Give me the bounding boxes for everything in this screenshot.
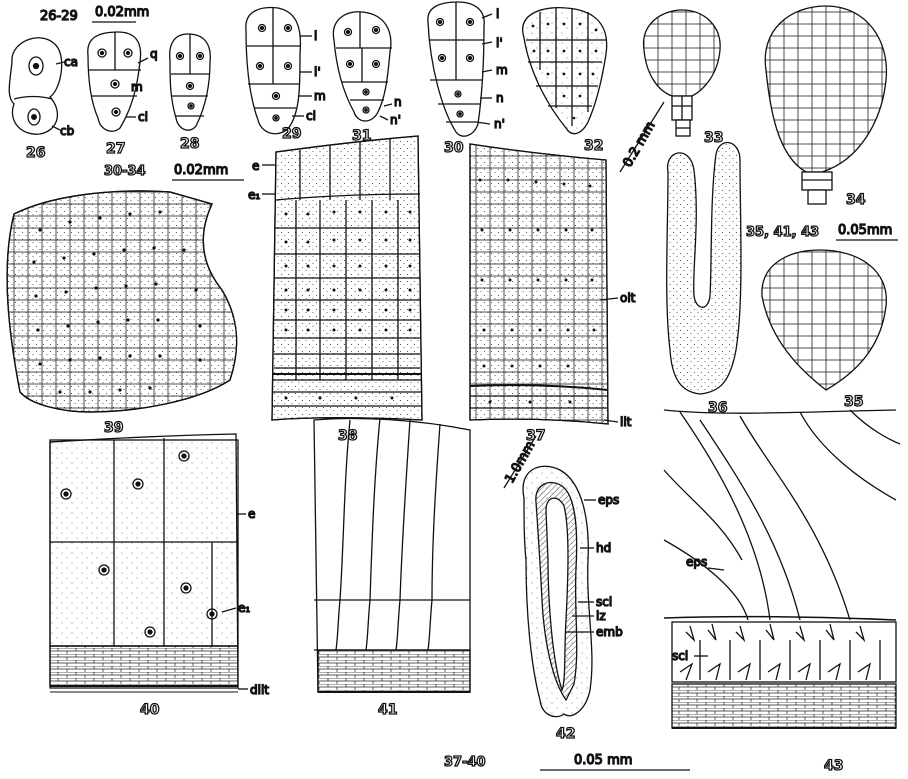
figure-number-32: 32: [584, 138, 603, 154]
figure-27-proembryo: q m ci 27: [88, 32, 158, 157]
figure-number-34: 34: [846, 192, 866, 208]
figure-number-27: 27: [106, 141, 125, 157]
label-eps-43: eps: [686, 555, 707, 569]
label-ca: ca: [64, 55, 78, 69]
scale-bar-36: 0.2 mm: [620, 102, 664, 172]
label-e1-38: e₁: [248, 188, 260, 202]
scale-bar-30-34: 30-34 0.02mm: [104, 163, 244, 180]
scale-label-30-34: 30-34: [104, 164, 146, 179]
figure-41-seed-coat-elongated-cells: 41: [314, 418, 470, 718]
figure-29-proembryo: l l' m ci 29: [246, 8, 326, 142]
scale-label-26-29: 26-29: [40, 9, 78, 24]
scale-bar-26-29: 26-29 0.02mm: [40, 5, 149, 24]
label-ci: ci: [138, 110, 148, 124]
figure-number-35: 35: [844, 394, 863, 410]
scale-label-37-40: 37-40: [444, 755, 486, 770]
figure-32-globular-embryo: 32: [523, 8, 607, 154]
figure-number-30: 30: [444, 140, 464, 156]
figure-39-tissue-section: 39: [7, 191, 237, 436]
label-iit: iit: [620, 415, 632, 429]
label-iz: iz: [596, 609, 606, 623]
label-m-30: m: [496, 63, 508, 77]
figure-37-integument-section: oit iit 37: [470, 144, 636, 444]
label-emb: emb: [596, 625, 623, 639]
figure-number-41: 41: [378, 702, 397, 718]
label-ci-29: ci: [306, 109, 316, 123]
scale-bar-35-41-43: 35, 41, 43 0.05mm: [746, 223, 898, 240]
figure-26-two-celled-proembryo: ca cb 26: [9, 38, 78, 161]
label-e-38: e: [252, 159, 259, 173]
label-eps-42: eps: [598, 493, 619, 507]
label-scl-42: scl: [596, 595, 612, 609]
figure-number-26: 26: [26, 145, 45, 161]
label-m: m: [131, 80, 143, 94]
figure-number-33: 33: [704, 130, 723, 146]
label-n-prime-31: n': [390, 113, 401, 127]
label-n-31: n: [394, 95, 402, 109]
scale-value-35-41-43: 0.05mm: [838, 223, 892, 238]
figure-30-proembryo: l l' m n n' 30: [428, 2, 508, 156]
figure-number-40: 40: [140, 702, 160, 718]
figure-40-seed-coat-cells: e e₁ diit 40: [50, 434, 269, 718]
label-l-prime-29: l': [314, 65, 321, 79]
label-hd: hd: [596, 541, 611, 555]
label-l-30: l: [496, 7, 499, 21]
figure-number-43: 43: [824, 758, 843, 774]
figure-35-embryo: 35: [762, 250, 886, 410]
label-cb: cb: [60, 124, 74, 138]
figure-36-cotyledon-stage-embryo: 36: [667, 143, 741, 416]
label-scl-43: scl: [672, 649, 688, 663]
label-m-29: m: [314, 89, 326, 103]
figure-28-proembryo: 28: [170, 34, 211, 152]
figure-number-28: 28: [180, 136, 199, 152]
label-q: q: [150, 47, 158, 61]
figure-43-seed-coat-with-hairs: eps scl 43: [664, 410, 900, 774]
scale-value-37-40: 0.05 mm: [574, 753, 632, 768]
figure-number-39: 39: [104, 420, 123, 436]
label-l-29: l: [314, 29, 317, 43]
label-n-prime-30: n': [494, 117, 505, 131]
label-oit: oit: [620, 291, 636, 305]
figure-34-embryo: 34: [765, 6, 886, 208]
label-e-40: e: [248, 507, 255, 521]
scale-value-30-34: 0.02mm: [174, 163, 228, 178]
label-l-prime-30: l': [496, 36, 503, 50]
scale-bar-37-40: 37-40 0.05 mm: [444, 753, 690, 770]
figure-31-proembryo: n n' 31: [333, 12, 401, 144]
scale-label-35-41-43: 35, 41, 43: [746, 225, 819, 240]
figure-38-integument-section: e e₁ 38: [248, 136, 422, 444]
figure-42-seed-longitudinal-section: 1.0mm eps hd scl iz emb 42: [502, 436, 622, 742]
label-n-30: n: [496, 91, 504, 105]
figure-number-29: 29: [282, 126, 301, 142]
label-diit: diit: [250, 683, 269, 697]
label-e1-40: e₁: [238, 601, 250, 615]
scale-value-26-29: 0.02mm: [95, 5, 149, 20]
figure-number-42: 42: [556, 726, 575, 742]
